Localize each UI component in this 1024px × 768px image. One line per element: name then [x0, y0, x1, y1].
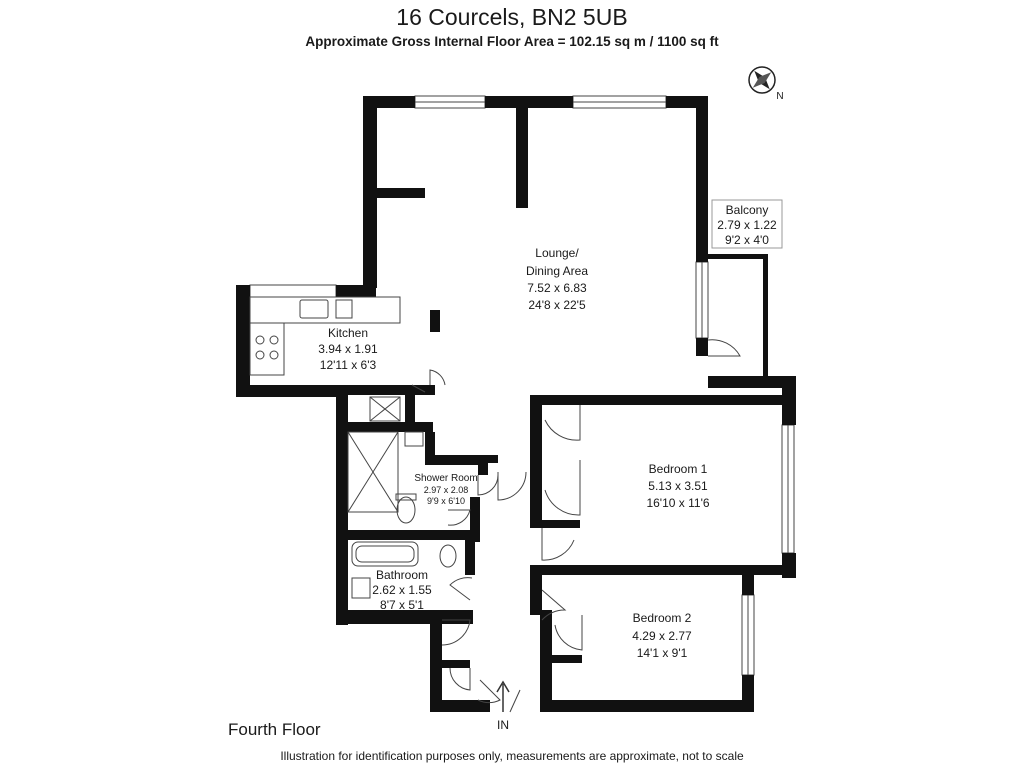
kitchen-metric: 3.94 x 1.91: [318, 342, 378, 356]
lounge-imperial: 24'8 x 22'5: [528, 298, 586, 312]
bedroom1-imperial: 16'10 x 11'6: [646, 496, 709, 510]
shower-room-metric: 2.97 x 2.08: [424, 485, 469, 495]
lounge-name-line2: Dining Area: [526, 264, 588, 278]
balcony-name: Balcony: [726, 203, 769, 217]
disclaimer: Illustration for identification purposes…: [280, 749, 744, 763]
bedroom1-name: Bedroom 1: [649, 462, 708, 476]
shower-room-label: Shower Room 2.97 x 2.08 9'9 x 6'10: [414, 473, 477, 506]
kitchen-name: Kitchen: [328, 326, 368, 340]
bedroom1-label: Bedroom 1 5.13 x 3.51 16'10 x 11'6: [646, 462, 709, 510]
lounge-label: Lounge/ Dining Area 7.52 x 6.83 24'8 x 2…: [526, 246, 588, 312]
balcony-imperial: 9'2 x 4'0: [725, 233, 769, 247]
fixtures: [249, 296, 741, 713]
entrance-arrow-icon: [496, 680, 510, 712]
kitchen-label: Kitchen 3.94 x 1.91 12'11 x 6'3: [318, 326, 378, 372]
walls: [236, 96, 796, 712]
lounge-metric: 7.52 x 6.83: [527, 281, 587, 295]
bedroom2-label: Bedroom 2 4.29 x 2.77 14'1 x 9'1: [632, 611, 692, 660]
shower-room-imperial: 9'9 x 6'10: [427, 496, 465, 506]
floor-label: Fourth Floor: [228, 720, 321, 739]
balcony-metric: 2.79 x 1.22: [717, 218, 777, 232]
bedroom2-metric: 4.29 x 2.77: [632, 629, 692, 643]
entrance-label: IN: [497, 718, 509, 732]
bathroom-name: Bathroom: [376, 568, 428, 582]
balcony-label: Balcony 2.79 x 1.22 9'2 x 4'0: [711, 199, 783, 249]
plan-title: 16 Courcels, BN2 5UB: [396, 4, 628, 30]
bedroom1-metric: 5.13 x 3.51: [648, 479, 708, 493]
compass-icon: [748, 66, 776, 94]
floor-area-subtitle: Approximate Gross Internal Floor Area = …: [305, 34, 719, 49]
bathroom-label: Bathroom 2.62 x 1.55 8'7 x 5'1: [372, 568, 432, 612]
lounge-name-line1: Lounge/: [535, 246, 579, 260]
bathroom-metric: 2.62 x 1.55: [372, 583, 432, 597]
kitchen-imperial: 12'11 x 6'3: [320, 358, 377, 372]
compass-north-label: N: [776, 91, 783, 102]
bedroom2-name: Bedroom 2: [633, 611, 692, 625]
shower-room-name: Shower Room: [414, 473, 477, 484]
bathroom-imperial: 8'7 x 5'1: [380, 598, 424, 612]
bedroom2-imperial: 14'1 x 9'1: [637, 646, 688, 660]
